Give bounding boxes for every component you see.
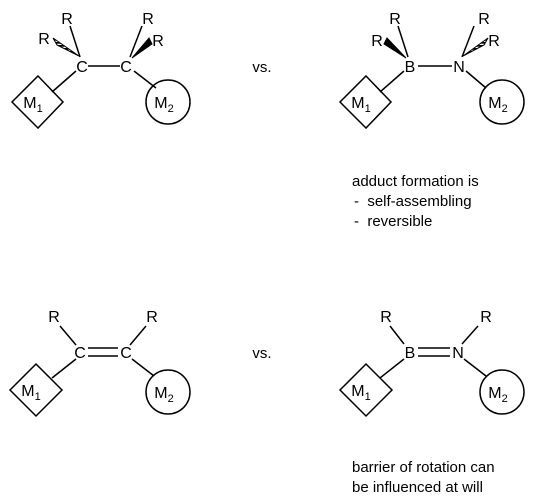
atom-c2: C bbox=[120, 59, 132, 76]
substituent-r: R bbox=[61, 11, 73, 28]
metal2-label: M2 bbox=[154, 95, 173, 115]
boron-nitrogen-adduct: B N R R R R M1 M2 bbox=[338, 11, 525, 130]
bond-c1-r-up bbox=[69, 25, 81, 58]
substituent-r: R bbox=[142, 11, 154, 28]
bond-n-r bbox=[461, 325, 479, 345]
note-line: be influenced at will bbox=[352, 479, 483, 496]
adduct-note: adduct formation is - self-assembling - … bbox=[352, 173, 479, 230]
bond-c2-r-up bbox=[129, 25, 143, 58]
metal1-diamond bbox=[338, 362, 394, 418]
substituent-r: R bbox=[371, 33, 383, 50]
substituent-r: R bbox=[488, 33, 500, 50]
bond-n-r-up bbox=[461, 25, 475, 58]
bond-b-r bbox=[389, 325, 405, 345]
substituent-r: R bbox=[48, 309, 60, 326]
metal1-label: M1 bbox=[351, 95, 370, 115]
bond-c1-m1 bbox=[51, 358, 77, 379]
hashed-wedge-c1-r bbox=[52, 37, 80, 57]
wedge-c2-r bbox=[131, 37, 153, 59]
bond-c2-m2 bbox=[133, 70, 157, 89]
metal1-diamond bbox=[10, 74, 65, 130]
metal2-circle bbox=[479, 79, 525, 125]
bond-c2-m2 bbox=[131, 358, 155, 377]
bond-b-m1 bbox=[379, 70, 405, 93]
hashed-wedge-n-r bbox=[462, 37, 489, 57]
substituent-r: R bbox=[478, 11, 490, 28]
substituent-r: R bbox=[152, 33, 164, 50]
ethane-fragment: C C R R R R M1 M2 bbox=[10, 11, 191, 130]
metal1-diamond bbox=[8, 362, 64, 418]
note-heading: adduct formation is bbox=[352, 173, 479, 190]
rotation-note: barrier of rotation can be influenced at… bbox=[352, 459, 495, 496]
atom-b: B bbox=[405, 59, 416, 76]
atom-c1: C bbox=[76, 59, 88, 76]
metal1-label: M1 bbox=[351, 383, 370, 403]
metal2-label: M2 bbox=[488, 385, 507, 405]
bond-b-r-up bbox=[397, 25, 409, 58]
metal1-label: M1 bbox=[21, 383, 40, 403]
metal1-label: M1 bbox=[23, 95, 42, 115]
metal2-circle bbox=[145, 369, 191, 415]
metal2-label: M2 bbox=[154, 385, 173, 405]
metal2-circle bbox=[145, 79, 191, 125]
substituent-r: R bbox=[146, 309, 158, 326]
bond-c1-m1 bbox=[51, 70, 77, 93]
alkene-fragment: C C R R M1 M2 bbox=[8, 309, 191, 418]
atom-c2: C bbox=[120, 345, 132, 362]
boron-nitrogen-double-bond: B N R R M1 M2 bbox=[338, 309, 525, 418]
bond-c1-r bbox=[59, 325, 77, 346]
atom-n: N bbox=[452, 345, 464, 362]
note-item: - reversible bbox=[354, 213, 432, 230]
metal1-diamond bbox=[338, 74, 393, 130]
substituent-r: R bbox=[480, 309, 492, 326]
metal2-circle bbox=[479, 369, 525, 415]
atom-n: N bbox=[453, 59, 465, 76]
note-line: barrier of rotation can bbox=[352, 459, 495, 476]
bond-c2-r bbox=[129, 325, 147, 346]
substituent-r: R bbox=[38, 31, 50, 48]
substituent-r: R bbox=[380, 309, 392, 326]
bond-n-m2 bbox=[465, 70, 487, 89]
atom-c1: C bbox=[74, 345, 86, 362]
bond-b-m1 bbox=[379, 358, 405, 379]
wedge-b-r bbox=[383, 37, 407, 59]
substituent-r: R bbox=[389, 11, 401, 28]
vs-label-bottom: vs. bbox=[252, 345, 271, 362]
bond-n-m2 bbox=[463, 358, 487, 377]
atom-b: B bbox=[405, 345, 416, 362]
note-item: - self-assembling bbox=[354, 193, 472, 210]
metal2-label: M2 bbox=[488, 95, 507, 115]
vs-label-top: vs. bbox=[252, 59, 271, 76]
